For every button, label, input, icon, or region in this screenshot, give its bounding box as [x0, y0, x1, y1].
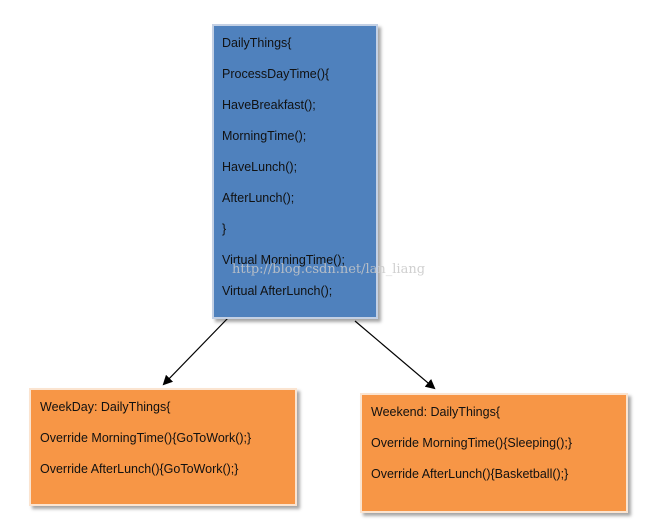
- class-line: MorningTime();: [222, 129, 307, 143]
- class-line: Virtual AfterLunch();: [222, 284, 333, 298]
- class-line: Virtual MorningTime();: [222, 253, 345, 267]
- weekday-class-box: WeekDay: DailyThings{ Override MorningTi…: [29, 388, 297, 506]
- class-line: HaveLunch();: [222, 160, 298, 174]
- dailythings-class-box: DailyThings{ ProcessDayTime(){ HaveBreak…: [212, 24, 378, 319]
- weekend-class-box: Weekend: DailyThings{ Override MorningTi…: [360, 393, 628, 513]
- class-line: DailyThings{: [222, 36, 292, 50]
- class-line: Override AfterLunch(){Basketball();}: [371, 467, 569, 481]
- arrow-to-weekday: [162, 317, 229, 386]
- class-line: Override MorningTime(){Sleeping();}: [371, 436, 573, 450]
- class-line: ProcessDayTime(){: [222, 67, 330, 81]
- class-line: }: [222, 222, 227, 236]
- arrow-to-weekend: [354, 320, 436, 390]
- class-line: WeekDay: DailyThings{: [40, 400, 171, 414]
- class-line: HaveBreakfast();: [222, 98, 316, 112]
- class-line: Override AfterLunch(){GoToWork();}: [40, 462, 239, 476]
- watermark-text: http://blog.csdn.net/lan_liang: [232, 262, 426, 277]
- class-line: Override MorningTime(){GoToWork();}: [40, 431, 252, 445]
- class-line: AfterLunch();: [222, 191, 295, 205]
- class-line: Weekend: DailyThings{: [371, 405, 501, 419]
